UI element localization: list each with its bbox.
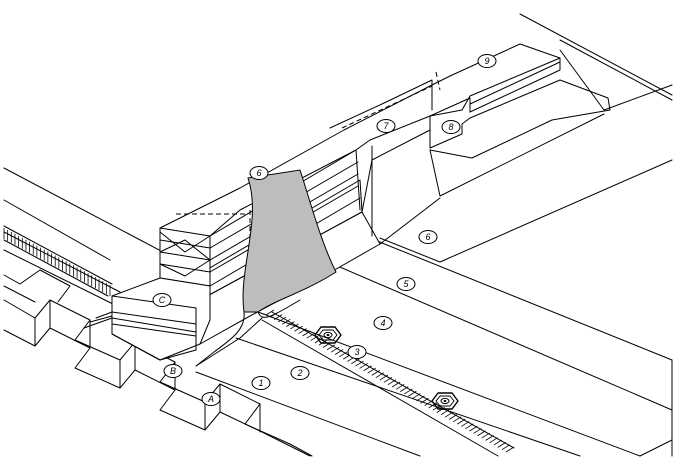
- rib-line: [290, 323, 299, 330]
- callout-text: 6: [425, 232, 430, 242]
- rib-line: [265, 309, 275, 316]
- callout-c: C: [152, 293, 172, 307]
- rib-line: [330, 346, 340, 353]
- rib-line: [473, 428, 482, 434]
- callout-text: 6: [256, 168, 261, 178]
- rib-line: [367, 367, 376, 374]
- callout-6b: 6: [418, 230, 438, 244]
- rib-line: [334, 349, 344, 355]
- callout-b: B: [163, 364, 183, 378]
- callout-8: 8: [441, 120, 461, 134]
- curb-assembly: [83, 43, 611, 367]
- rib-line: [412, 393, 421, 399]
- rib-line: [371, 370, 380, 376]
- callout-text: 7: [383, 121, 389, 131]
- rib-line: [375, 372, 385, 379]
- callout-text: 3: [354, 347, 359, 357]
- rib-line: [424, 400, 433, 406]
- hex-fastener-icon: [314, 326, 342, 344]
- rib-line: [391, 381, 401, 388]
- rib-line: [505, 446, 515, 453]
- callout-1: 1: [251, 376, 271, 390]
- roof-deck-planes: [3, 13, 673, 457]
- hex-fastener-icon: [431, 392, 459, 410]
- callout-3: 3: [347, 345, 367, 359]
- rib-line: [477, 430, 486, 437]
- rib-line: [383, 376, 393, 383]
- rib-line: [306, 332, 315, 339]
- rib-line: [310, 335, 319, 341]
- rib-line: [395, 383, 405, 390]
- rib-line: [420, 397, 429, 404]
- rib-line: [326, 344, 336, 351]
- rib-line: [400, 386, 409, 392]
- callout-a: A: [201, 392, 221, 406]
- callout-text: 9: [484, 56, 489, 66]
- rib-line: [363, 365, 372, 372]
- rib-line: [444, 411, 454, 418]
- callout-labels: 9 7 8 6 6 5 4 3 2 1A B C: [152, 54, 497, 406]
- rib-line: [469, 425, 478, 432]
- rib-line: [359, 363, 368, 369]
- rib-line: [387, 379, 397, 386]
- rib-line: [404, 388, 413, 395]
- callout-5: 5: [396, 277, 416, 291]
- callout-text: A: [207, 394, 214, 404]
- callout-6a: 6: [249, 166, 269, 180]
- rib-line: [428, 402, 437, 409]
- callout-text: 2: [296, 368, 302, 378]
- callout-text: 1: [258, 378, 263, 388]
- rib-line: [355, 360, 364, 367]
- rib-line: [465, 423, 474, 430]
- rib-line: [497, 442, 507, 448]
- rib-line: [339, 351, 348, 358]
- ribbed-strip-right: [261, 309, 515, 457]
- rib-line: [456, 418, 466, 425]
- rib-line: [501, 444, 511, 451]
- callout-text: C: [159, 295, 166, 305]
- rib-line: [461, 421, 470, 427]
- rib-line: [294, 325, 303, 332]
- callout-2: 2: [290, 366, 310, 380]
- rib-line: [408, 390, 417, 397]
- rib-line: [351, 358, 360, 365]
- rib-line: [277, 316, 287, 323]
- callout-7: 7: [376, 119, 396, 133]
- rib-line: [286, 321, 295, 327]
- callout-text: B: [170, 366, 176, 376]
- rib-line: [379, 374, 389, 381]
- callout-text: 8: [448, 122, 453, 132]
- callout-4: 4: [373, 316, 393, 330]
- rib-line: [481, 432, 490, 439]
- rib-line: [282, 318, 291, 325]
- ribbed-strip-left: [3, 225, 113, 297]
- rib-line: [485, 435, 494, 441]
- rib-line: [298, 328, 307, 334]
- callout-9: 9: [477, 54, 497, 68]
- rib-line: [452, 416, 462, 423]
- callout-text: 5: [403, 279, 409, 289]
- rib-line: [302, 330, 311, 337]
- rib-line: [440, 409, 450, 416]
- rib-line: [493, 439, 503, 446]
- callout-text: 4: [380, 318, 385, 328]
- rib-line: [273, 314, 283, 320]
- rib-line: [416, 395, 425, 402]
- rib-line: [448, 414, 458, 420]
- rib-line: [489, 437, 498, 444]
